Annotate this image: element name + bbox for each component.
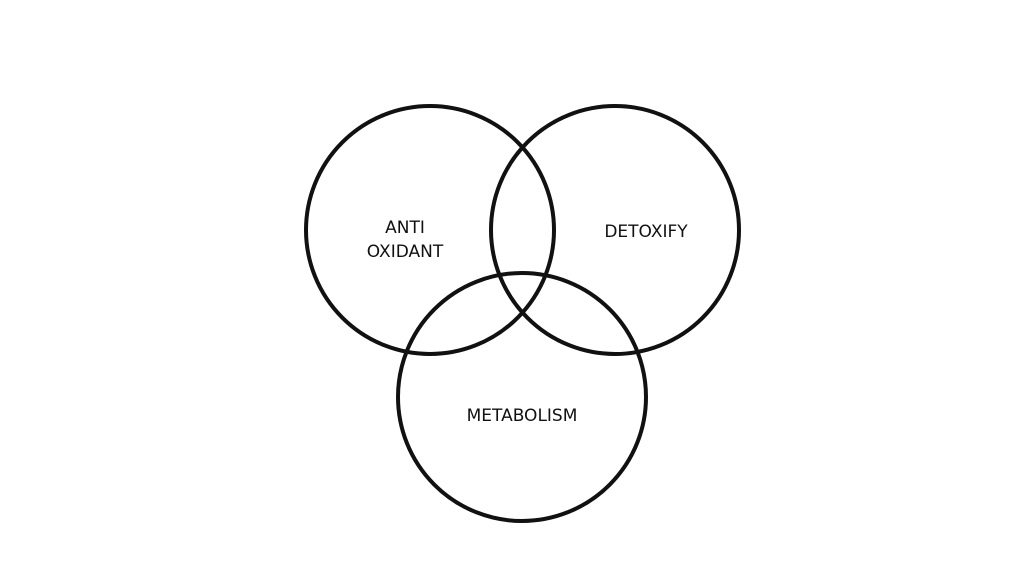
circle-antioxidant (304, 104, 556, 356)
label-detoxify: DETOXIFY (604, 222, 688, 242)
circle-metabolism (396, 271, 648, 523)
circle-detoxify (489, 104, 741, 356)
label-antioxidant-line2: OXIDANT (367, 242, 444, 262)
label-antioxidant-line1: ANTI (385, 218, 425, 238)
label-metabolism: METABOLISM (467, 406, 578, 426)
